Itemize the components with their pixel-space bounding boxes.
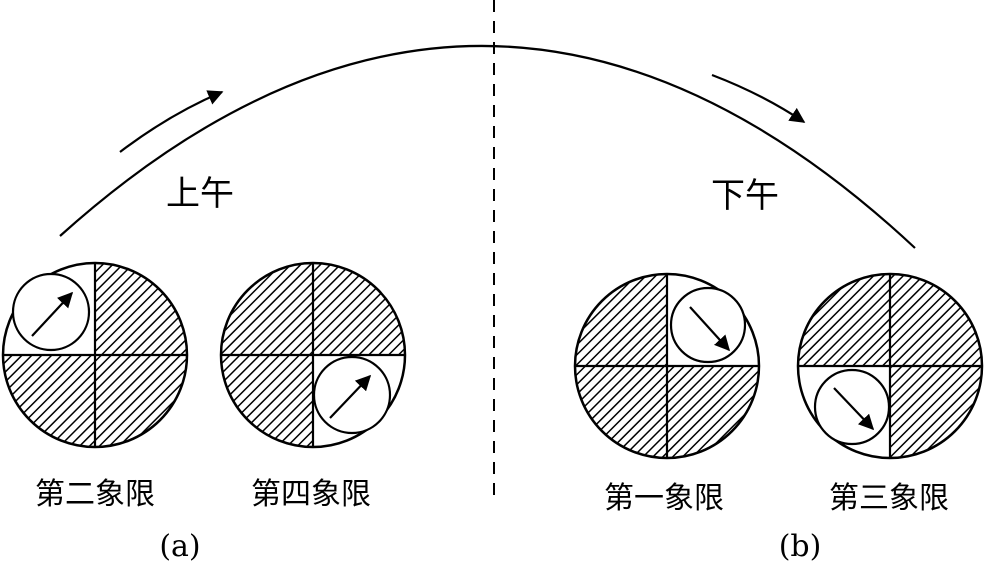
afternoon-label: 下午 <box>711 176 779 216</box>
quadrant-circle-1 <box>573 272 761 460</box>
afternoon-direction-arrow <box>711 73 806 123</box>
morning-label: 上午 <box>166 174 234 214</box>
caption-q4: 第四象限 <box>251 477 371 512</box>
sun-path-arc <box>59 44 916 249</box>
morning-direction-arrow <box>119 90 224 153</box>
arrow-icon <box>31 291 74 337</box>
arrow-icon <box>833 387 875 431</box>
quadrant-circle-3 <box>796 272 984 460</box>
caption-q3: 第三象限 <box>829 481 949 516</box>
arrow-icon <box>329 374 372 419</box>
quadrant-circle-2 <box>1 261 189 449</box>
panel-label-a: (a) <box>159 529 200 564</box>
caption-q2: 第二象限 <box>35 477 155 512</box>
quadrant-circle-4 <box>219 261 407 449</box>
arrow-icon <box>689 306 731 352</box>
caption-q1: 第一象限 <box>604 481 724 516</box>
panel-label-b: (b) <box>779 529 822 564</box>
